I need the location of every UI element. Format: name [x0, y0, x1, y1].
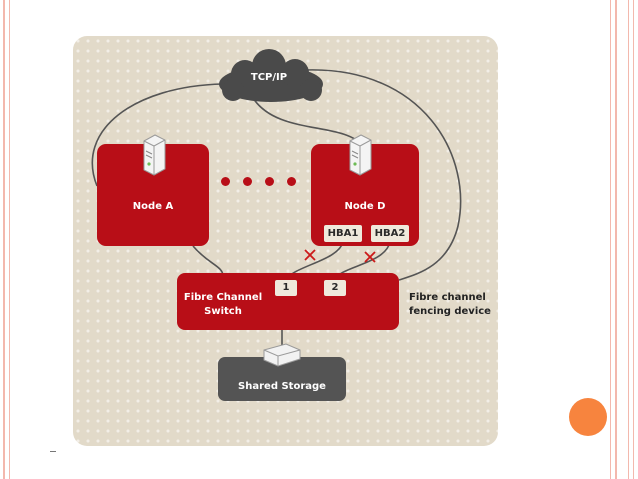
- switch-port-2: 2: [324, 280, 346, 296]
- slide-border-right-2: [615, 0, 617, 479]
- slide-border-left-outer: [3, 0, 5, 479]
- server-icon-node-a: [143, 134, 166, 176]
- more-nodes-ellipsis: [221, 177, 301, 189]
- storage-label: Shared Storage: [238, 381, 326, 392]
- ellipsis-dot: [287, 177, 296, 186]
- wire-network-to-fencing-device: [304, 69, 462, 281]
- switch-port-1: 1: [275, 280, 297, 296]
- slide-border-left-inner: [9, 0, 10, 479]
- fencing-device-label: Fibre channel fencing device: [409, 292, 491, 317]
- decorative-dash: [50, 451, 56, 452]
- hba2-port: HBA2: [371, 225, 409, 242]
- fence-x-mark-2: [364, 251, 376, 263]
- network-label: TCP/IP: [250, 72, 288, 83]
- decorative-orange-circle: [569, 398, 607, 436]
- network-cloud-shape: [219, 49, 323, 102]
- slide-border-right-4: [633, 0, 634, 479]
- slide-border-right-1: [610, 0, 611, 479]
- hba1-port: HBA1: [324, 225, 362, 242]
- fence-x-mark-1: [304, 249, 316, 261]
- wire-node-a-to-network: [91, 83, 224, 187]
- node-a-label: Node A: [132, 201, 174, 212]
- storage-box-icon: [263, 343, 301, 367]
- ellipsis-dot: [265, 177, 274, 186]
- wire-node-a-to-switch: [192, 245, 224, 277]
- server-icon-node-d: [349, 134, 372, 176]
- cluster-diagram: TCP/IP Node A Node D HBA1 HBA2 Fibre Cha…: [73, 36, 498, 446]
- ellipsis-dot: [221, 177, 230, 186]
- switch-label: Fibre Channel Switch: [183, 292, 263, 317]
- ellipsis-dot: [243, 177, 252, 186]
- slide-border-right-3: [628, 0, 629, 479]
- node-d-label: Node D: [344, 201, 386, 212]
- fibre-channel-switch: Fibre Channel Switch 1 2: [177, 273, 399, 330]
- connection-wires: [91, 49, 462, 358]
- node-a: Node A: [97, 144, 209, 246]
